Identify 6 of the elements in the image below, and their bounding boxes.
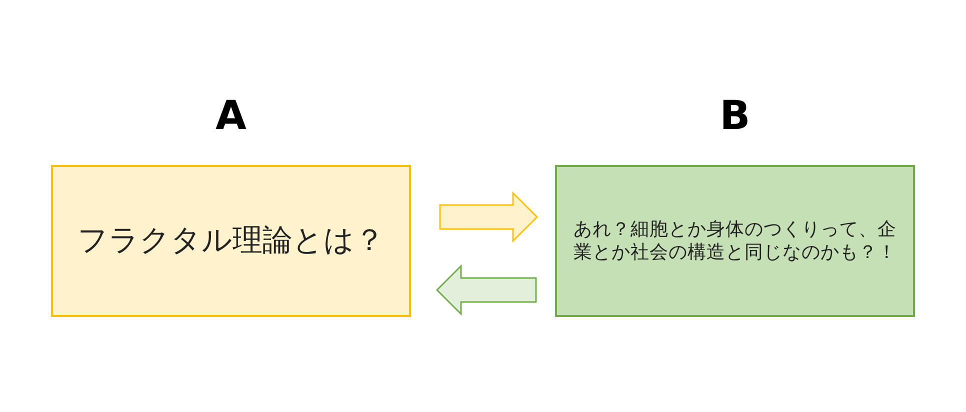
box-text: あれ？細胞とか身体のつくりって、企業とか社会の構造と同じなのかも？！ [572, 218, 898, 264]
heading: B [718, 92, 752, 140]
block-arrow [439, 191, 538, 243]
heading: A [214, 92, 248, 140]
block-arrow [436, 264, 537, 316]
box-text: フラクタル理論とは？ [78, 222, 384, 260]
